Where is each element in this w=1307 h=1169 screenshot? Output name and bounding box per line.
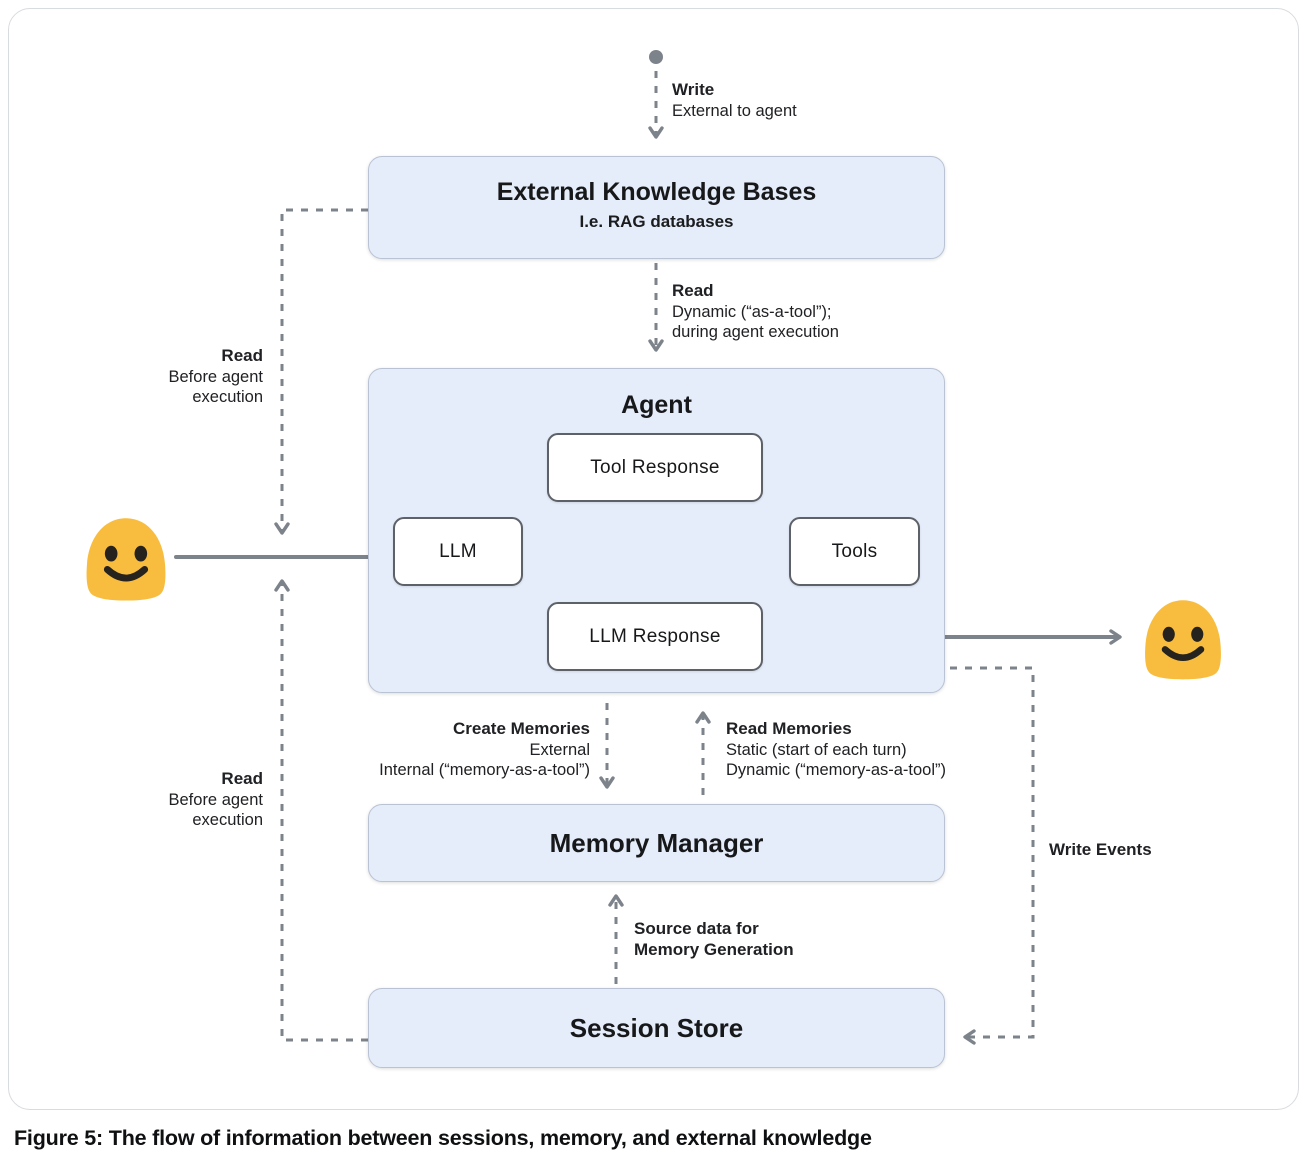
external-knowledge-bases-title: External Knowledge Bases <box>496 178 817 206</box>
external-knowledge-bases-subtitle: I.e. RAG databases <box>579 212 734 231</box>
label-write: Write External to agent <box>672 80 797 120</box>
llm-label: LLM <box>439 540 477 562</box>
llm-node: LLM <box>393 517 523 586</box>
label-read-dynamic: Read Dynamic (“as-a-tool”); during agent… <box>672 281 839 341</box>
llm-response-node: LLM Response <box>547 602 763 671</box>
user-emoji-icon <box>1145 600 1221 680</box>
agent-title: Agent <box>621 391 692 419</box>
label-source-data: Source data for Memory Generation <box>634 919 794 959</box>
label-read-before-bottom: Read Before agent execution <box>168 769 264 829</box>
llm-response-label: LLM Response <box>589 625 721 647</box>
memory-manager-title: Memory Manager <box>549 827 764 858</box>
tool-response-node: Tool Response <box>547 433 763 502</box>
user-emoji-icon <box>86 518 166 601</box>
memory-manager-box: Memory Manager <box>368 804 945 882</box>
session-store-title: Session Store <box>569 1012 744 1043</box>
label-create-memories: Create Memories External Internal (“memo… <box>379 719 590 779</box>
label-write-events: Write Events <box>1049 840 1152 859</box>
label-read-before-top: Read Before agent execution <box>168 346 264 406</box>
session-store-box: Session Store <box>368 988 945 1068</box>
external-knowledge-bases-box: External Knowledge Bases I.e. RAG databa… <box>368 156 945 259</box>
figure-caption: Figure 5: The flow of information betwee… <box>14 1126 872 1150</box>
tools-node: Tools <box>789 517 920 586</box>
tool-response-label: Tool Response <box>590 456 720 478</box>
label-read-memories: Read Memories Static (start of each turn… <box>726 719 947 779</box>
tools-label: Tools <box>831 540 878 562</box>
